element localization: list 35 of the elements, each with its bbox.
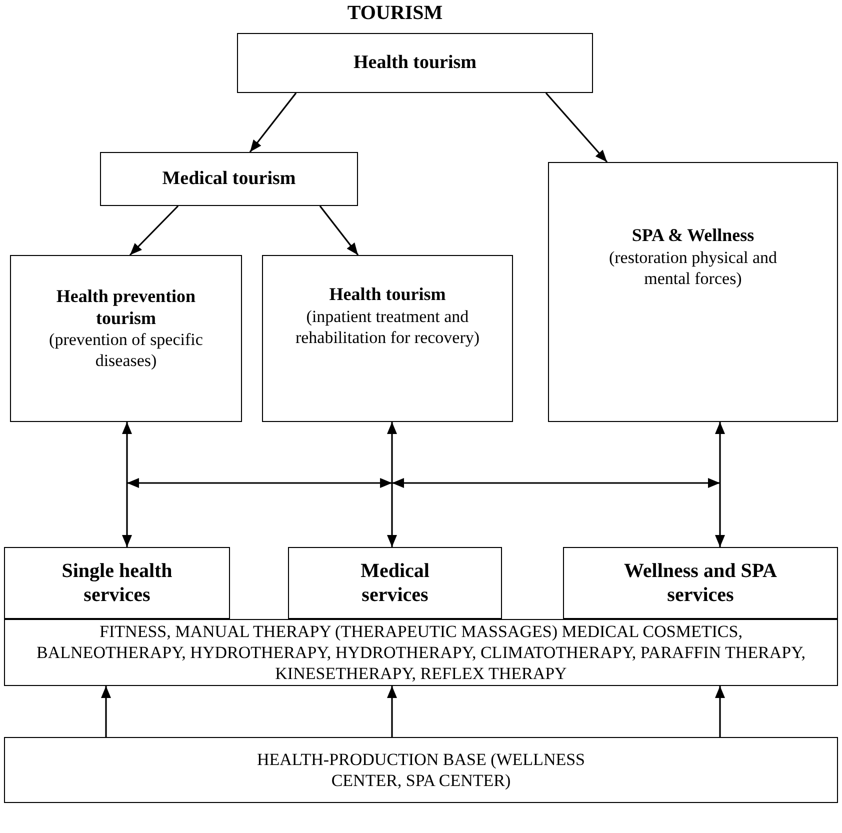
box-text: FITNESS, MANUAL THERAPY (THERAPEUTIC MASSAGES) MEDICAL COSMETICS, BALNEOTHERAPY, HYDROTHERAPY, HYDROTHERAPY, CLIMATOTHERAPY, PARAFFIN THERAPY, KINESETHERAPY, REFLEX THERAPY (36, 620, 806, 684)
box-text: (restoration physical and mental forces) (608, 246, 778, 290)
box-text: (prevention of specific diseases) (48, 329, 204, 372)
text-box (563, 547, 838, 619)
text-box (100, 152, 358, 206)
arrow (715, 686, 725, 737)
arrow (545, 92, 608, 163)
arrow (129, 205, 179, 256)
arrow (122, 422, 132, 547)
box-heading: Health tourism (354, 52, 476, 74)
text-box (262, 255, 513, 422)
arrow (387, 422, 397, 547)
arrow (127, 478, 392, 488)
arrow (715, 422, 725, 547)
box-heading: Health tourism (329, 284, 446, 306)
arrow (249, 92, 297, 152)
box-heading: Medical tourism (162, 168, 296, 190)
text-box (288, 547, 502, 619)
arrow (319, 206, 359, 256)
box-heading: Wellness and SPA services (624, 559, 777, 607)
arrow (392, 478, 720, 488)
box-heading: Medical services (360, 559, 430, 607)
box-text: HEALTH-PRODUCTION BASE (WELLNESS CENTER, SPA CENTER) (256, 748, 586, 792)
box-heading: Health prevention tourism (55, 286, 197, 330)
box-heading: Single health services (60, 559, 174, 607)
text-box (4, 737, 838, 803)
box-heading: SPA & Wellness (632, 225, 754, 247)
arrow (387, 686, 397, 737)
text-box (237, 33, 593, 93)
arrow (101, 686, 111, 737)
text-box (4, 547, 230, 619)
text-box (10, 255, 242, 422)
box-text: (inpatient treatment and rehabilitation for recovery) (294, 306, 481, 348)
diagram-title: TOURISM (346, 1, 444, 26)
text-box (548, 162, 838, 422)
